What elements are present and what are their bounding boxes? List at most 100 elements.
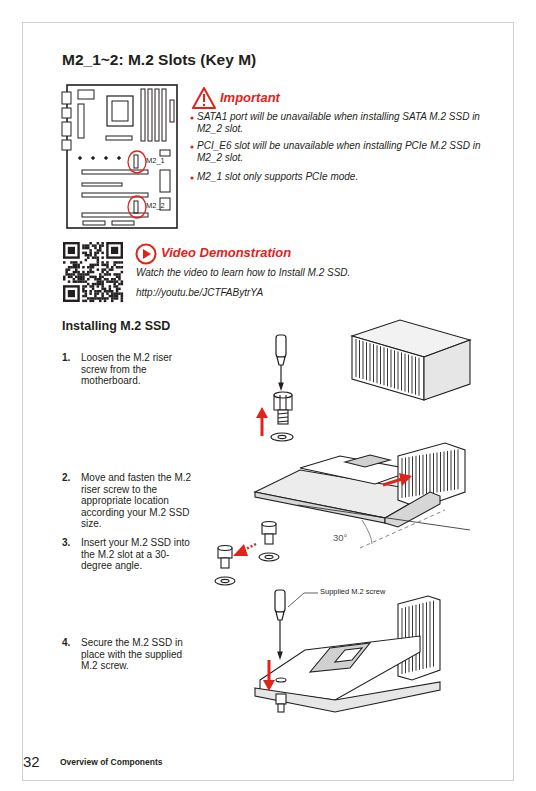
qr-module xyxy=(73,278,76,281)
m2-connector xyxy=(352,320,470,400)
warning-icon xyxy=(193,88,215,108)
connector-pin xyxy=(408,355,409,393)
connector-pin xyxy=(415,357,416,395)
video-text: Watch the video to learn how to Install … xyxy=(136,267,350,279)
connector-pin xyxy=(423,455,424,495)
qr-module xyxy=(99,249,102,252)
qr-module xyxy=(104,300,107,303)
qr-module xyxy=(111,290,114,293)
connector-pin xyxy=(433,453,434,493)
qr-module xyxy=(118,292,121,295)
note-text: M2_1 slot only supports PCIe mode. xyxy=(197,171,489,183)
qr-module xyxy=(82,247,85,250)
connector-pin xyxy=(430,454,431,494)
qr-module xyxy=(65,273,68,276)
section-title: M2_1~2: M.2 Slots (Key M) xyxy=(62,51,256,69)
subsection-title: Installing M.2 SSD xyxy=(62,319,170,333)
qr-module xyxy=(116,266,119,269)
qr-module xyxy=(99,278,102,281)
qr-module xyxy=(73,271,76,274)
qr-module xyxy=(68,280,71,283)
qr-module xyxy=(121,297,124,300)
qr-module xyxy=(94,290,97,293)
qr-module xyxy=(87,254,90,257)
qr-module xyxy=(89,268,92,271)
video-url: http://youtu.be/JCTFABytrYA xyxy=(136,287,263,299)
qr-module xyxy=(101,244,104,247)
qr-module xyxy=(113,273,116,276)
qr-module xyxy=(89,254,92,257)
up-arrow xyxy=(256,407,268,436)
bullet-dot xyxy=(190,116,193,119)
connector-pin xyxy=(444,451,445,491)
qr-module xyxy=(80,273,83,276)
qr-module xyxy=(63,276,66,279)
qr-module xyxy=(82,290,85,293)
qr-module xyxy=(80,261,83,264)
qr-module xyxy=(94,264,97,267)
qr-module xyxy=(82,273,85,276)
qr-module xyxy=(118,273,121,276)
qr-module xyxy=(113,297,116,300)
qr-module xyxy=(97,252,100,255)
connector-pin xyxy=(426,602,427,668)
qr-module xyxy=(92,264,95,267)
qr-module xyxy=(99,283,102,286)
qr-module xyxy=(109,273,112,276)
qr-module xyxy=(85,252,88,255)
qr-module xyxy=(99,273,102,276)
qr-module xyxy=(82,285,85,288)
qr-module xyxy=(94,297,97,300)
connector-pin xyxy=(430,601,431,667)
qr-module xyxy=(97,297,100,300)
qr-module xyxy=(113,285,116,288)
qr-module xyxy=(82,276,85,279)
footer-text: Overview of Components xyxy=(60,758,163,768)
qr-module xyxy=(92,285,95,288)
qr-module xyxy=(70,276,73,279)
qr-module xyxy=(99,300,102,303)
qr-module xyxy=(109,280,112,283)
qr-module xyxy=(116,285,119,288)
part-label: Supplied M.2 screw xyxy=(320,588,385,597)
qr-module xyxy=(101,280,104,283)
qr-module xyxy=(87,271,90,274)
move-arrow xyxy=(233,544,256,556)
qr-module xyxy=(101,242,104,245)
qr-module xyxy=(65,268,68,271)
qr-module xyxy=(89,264,92,267)
screwdriver xyxy=(275,590,285,658)
qr-module xyxy=(77,280,80,283)
qr-module xyxy=(101,261,104,264)
qr-module xyxy=(77,276,80,279)
qr-module xyxy=(106,278,109,281)
insert-arrow xyxy=(383,473,412,486)
qr-module xyxy=(104,273,107,276)
qr-module xyxy=(87,266,90,269)
qr-module xyxy=(113,292,116,295)
qr-module xyxy=(121,261,124,264)
qr-module xyxy=(92,256,95,259)
qr-module xyxy=(101,256,104,259)
qr-module xyxy=(85,259,88,262)
qr-module xyxy=(97,264,100,267)
slot-label: M2_1 xyxy=(146,157,165,166)
screwdriver xyxy=(276,335,286,389)
page-number: 32 xyxy=(23,753,40,770)
connector-pin xyxy=(405,354,406,392)
qr-module xyxy=(113,278,116,281)
qr-module xyxy=(111,268,114,271)
video-heading: Video Demonstration xyxy=(161,246,291,261)
qr-module xyxy=(109,268,112,271)
qr-module xyxy=(68,266,71,269)
qr-finder xyxy=(107,243,121,257)
note-text: PCI_E6 slot will be unavailable when ins… xyxy=(197,140,489,164)
qr-module xyxy=(121,283,124,286)
qr-module xyxy=(70,273,73,276)
qr-module xyxy=(89,297,92,300)
connector-pin xyxy=(373,344,374,382)
qr-module xyxy=(121,280,124,283)
qr-module xyxy=(75,266,78,269)
qr-module xyxy=(63,261,66,264)
step-text: Move and fasten the M.2 riser screw to t… xyxy=(81,472,196,530)
